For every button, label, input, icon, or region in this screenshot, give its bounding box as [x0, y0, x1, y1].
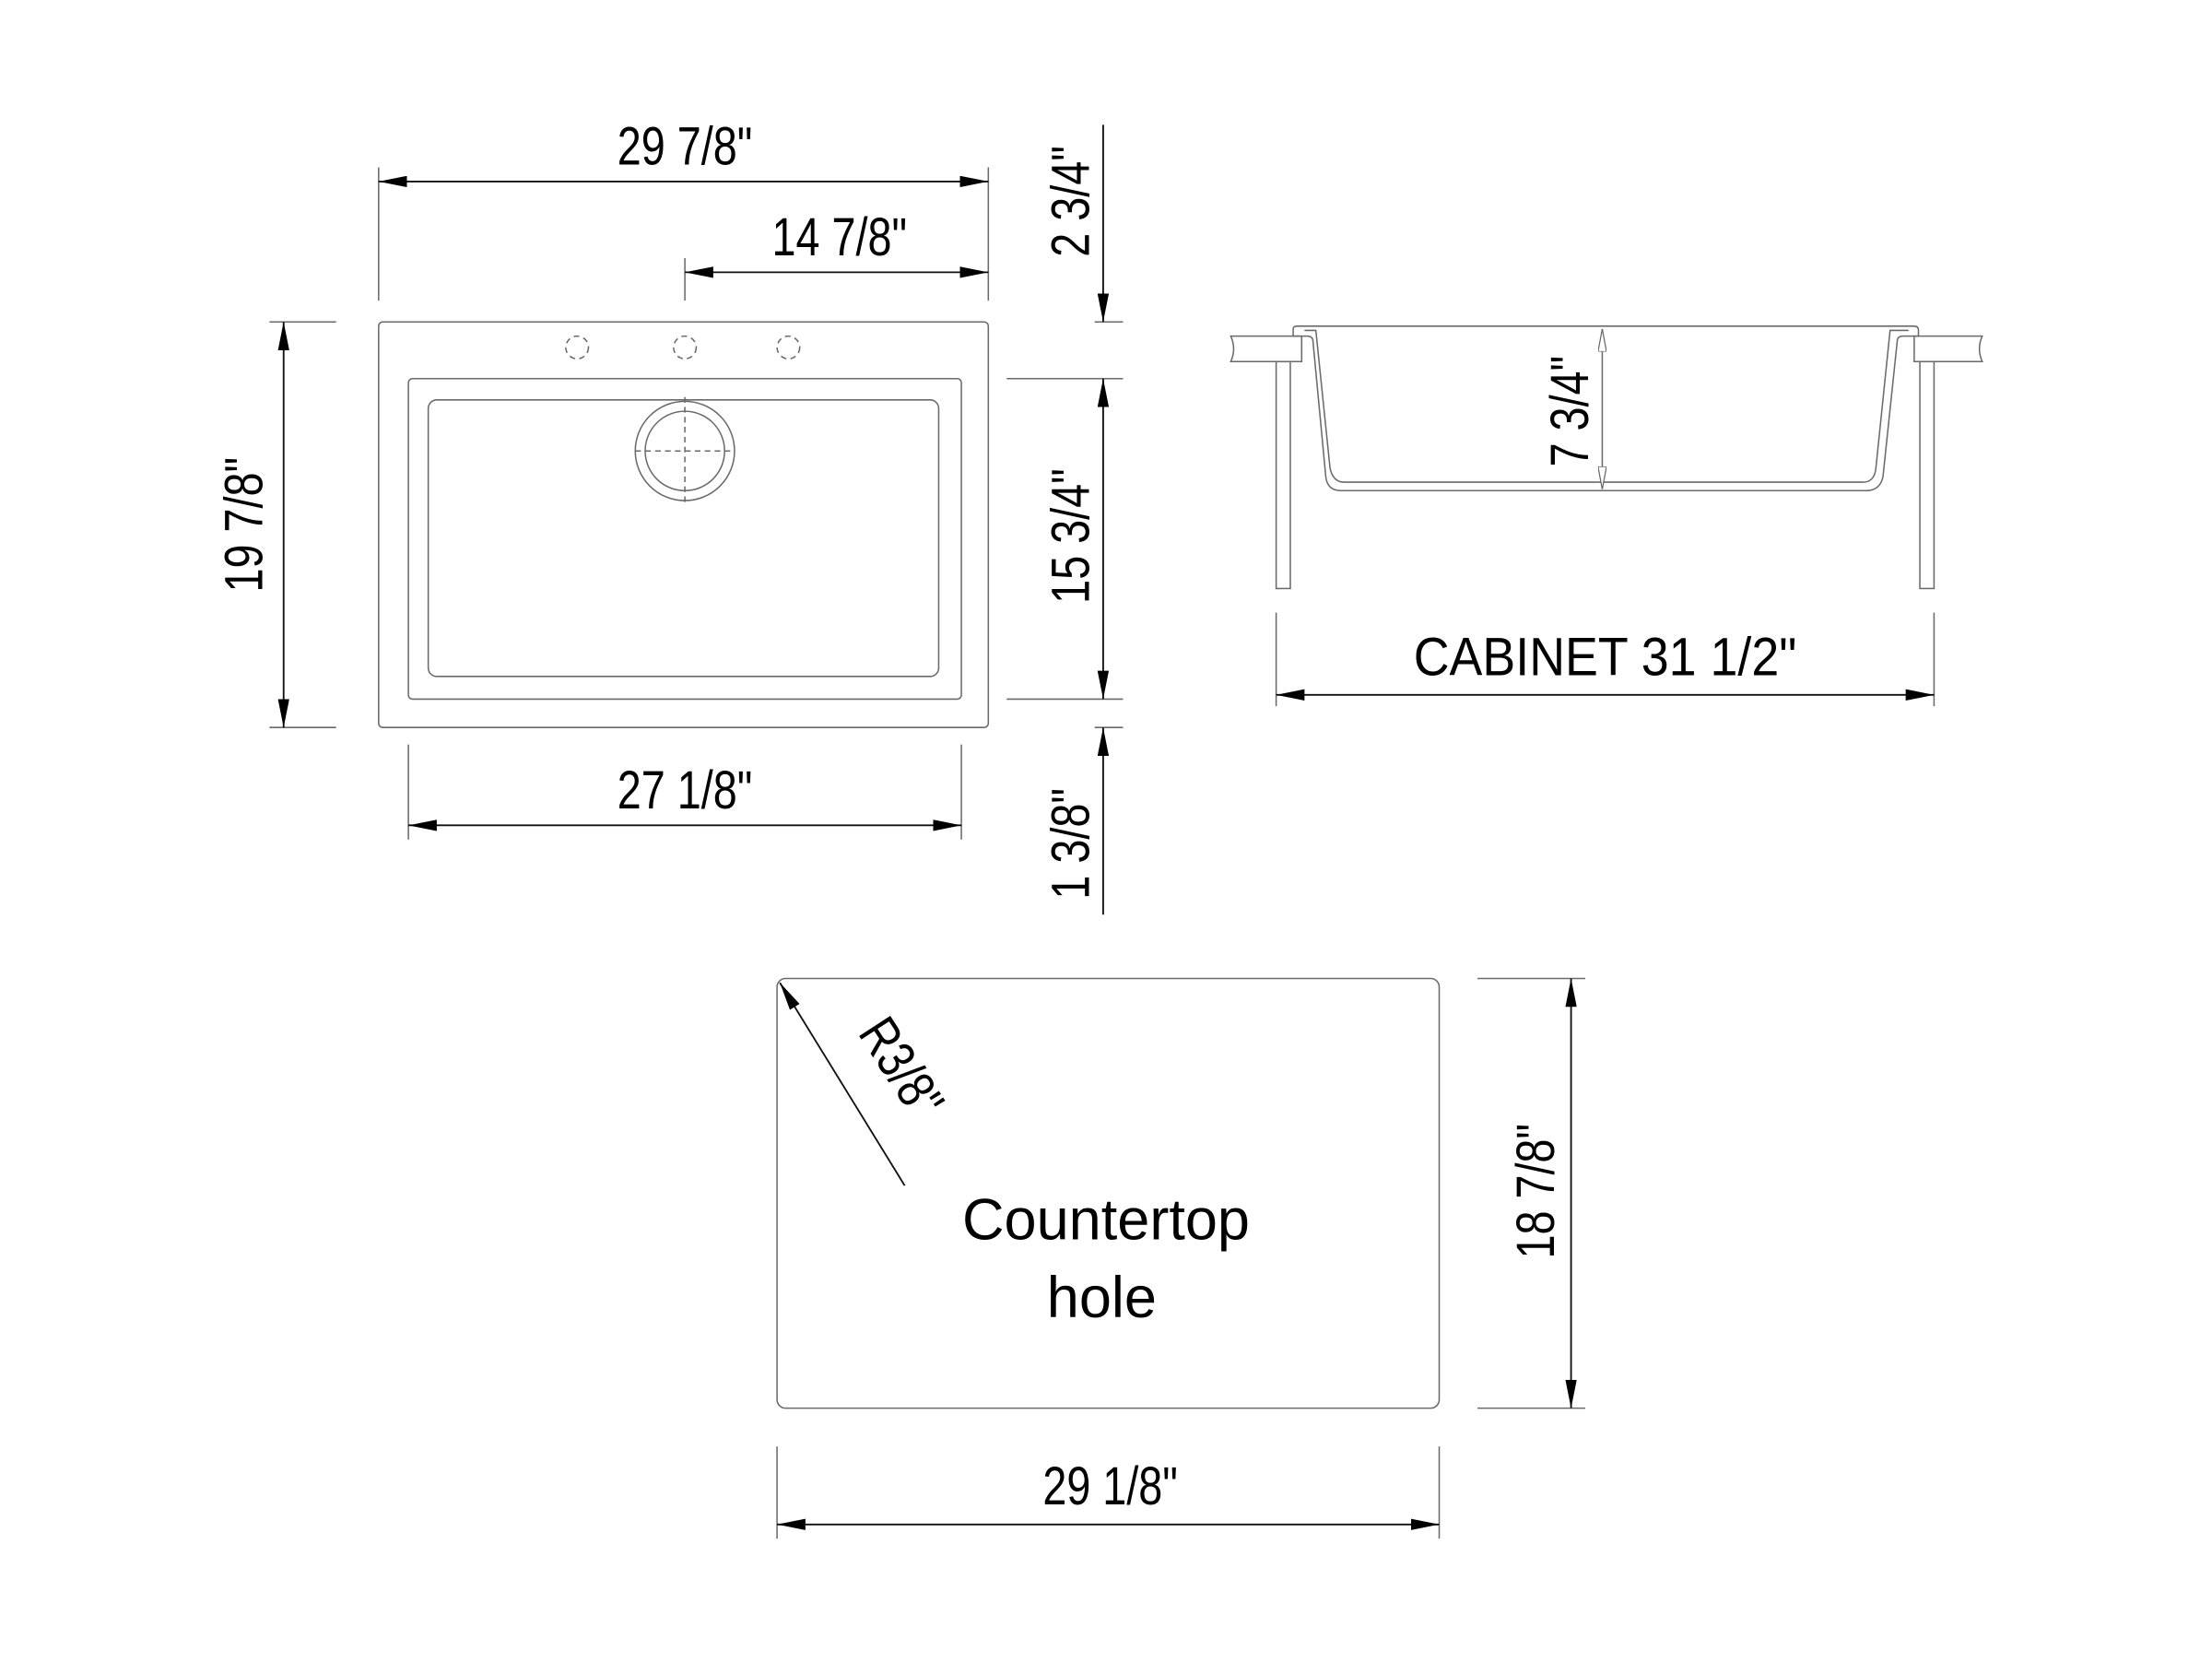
- faucet-hole-1: [565, 335, 590, 360]
- drain-icon: [634, 396, 735, 505]
- cutout-outline: [776, 977, 1441, 1409]
- bowl-width-label: 27 1/8": [618, 760, 753, 820]
- top-view: 29 7/8" 14 7/8" 27 1/8" 19 7/8" 2 3/4" 1…: [215, 117, 1124, 915]
- side-view: 7 3/4" CABINET 31 1/2": [1230, 325, 1983, 707]
- sink-outline: [378, 321, 990, 728]
- radius-leader: [779, 982, 906, 1186]
- countertop-left: [1230, 335, 1303, 363]
- radius-label: R3/8": [847, 1008, 955, 1129]
- bowl-height-label: 7 3/4": [1540, 356, 1600, 467]
- cutout-label-line2: hole: [1047, 1266, 1157, 1330]
- overall-width-label: 29 7/8": [618, 117, 753, 177]
- faucet-offset-label: 14 7/8": [771, 207, 907, 267]
- sink-profile-outer: [1292, 325, 1920, 492]
- bowl-depth-label: 15 3/4": [1041, 468, 1101, 604]
- cutout-label-line1: Countertop: [962, 1188, 1250, 1253]
- countertop-right: [1913, 335, 1983, 363]
- faucet-hole-3: [776, 335, 801, 360]
- bowl-outline: [427, 399, 940, 678]
- cabinet-wall-right: [1919, 360, 1936, 590]
- front-rim-label: 1 3/8": [1041, 788, 1101, 900]
- overall-depth-label: 19 7/8": [215, 457, 275, 593]
- faucet-hole-2: [673, 335, 698, 360]
- back-deck-label: 2 3/4": [1041, 146, 1101, 257]
- cabinet-wall-left: [1275, 360, 1291, 590]
- cutout-view: R3/8" Countertop hole 18 7/8" 29 1/8": [776, 977, 1585, 1539]
- cutout-width-label: 29 1/8": [1042, 1456, 1178, 1516]
- cabinet-label: CABINET 31 1/2": [1414, 626, 1797, 687]
- sink-inner-rim: [407, 377, 962, 701]
- cutout-height-label: 18 7/8": [1506, 1124, 1566, 1259]
